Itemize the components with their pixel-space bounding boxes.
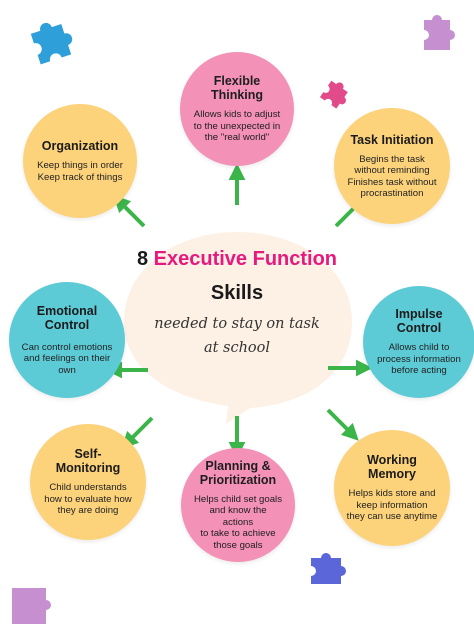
desc-line: Can control emotions [21, 341, 113, 353]
skill-title: Task Initiation [350, 133, 433, 147]
skill-title-line2: Control [396, 321, 442, 336]
center-tagline-line1: needed to stay on task [154, 316, 320, 332]
desc-line: Helps kids store and [348, 488, 436, 500]
desc-line: Helps child set goals [194, 493, 282, 505]
skill-title: Self-Monitoring [56, 447, 121, 475]
skill-title-line1: Emotional [36, 303, 98, 318]
skill-title-line2: Monitoring [55, 461, 121, 476]
desc-line: how to evaluate how [44, 493, 132, 505]
arrow-down-left [121, 416, 154, 449]
desc-line: keep information [356, 499, 428, 511]
skill-title-line1: Task Initiation [350, 132, 434, 147]
desc-line: Child understands [49, 482, 127, 494]
center-subtitle: Skills [210, 282, 264, 304]
center-number: 8 [136, 248, 149, 270]
puzzle-piece-icon [30, 22, 73, 65]
skill-planning-prioritization: Planning &Prioritization Helps child set… [181, 448, 295, 562]
desc-line: the "real world" [204, 132, 270, 144]
skill-title-line2: Control [44, 317, 90, 332]
desc-line: Allows kids to adjust [193, 109, 281, 121]
arrow-up-left [113, 195, 146, 228]
desc-line: before acting [391, 365, 447, 377]
desc-line: they are doing [57, 505, 119, 517]
desc-line: to the unexpected in [193, 120, 281, 132]
desc-line: those goals [213, 539, 263, 551]
desc-line: Begins the task [359, 153, 425, 165]
skill-title-line2: Thinking [210, 88, 264, 103]
skill-title-line2: Prioritization [199, 472, 277, 487]
desc-line: process information [377, 353, 461, 365]
center-title: 8 Executive Function [130, 246, 344, 272]
skill-title-line1: Self- [74, 447, 102, 462]
arrow-down-right [326, 408, 359, 441]
skill-title-line1: Impulse [395, 307, 443, 322]
skill-title-line1: Planning & [205, 458, 271, 473]
puzzle-piece-icon [311, 553, 346, 584]
desc-line: procrastination [360, 188, 424, 199]
center-tagline-line2: at school [203, 340, 271, 356]
desc-line: Finishes task without [347, 176, 437, 188]
puzzle-piece-icon [12, 588, 51, 624]
desc-line: they can use anytime [346, 511, 438, 523]
puzzle-piece-icon [424, 15, 455, 50]
skill-title-line1: Flexible [213, 74, 261, 89]
skill-title: Organization [42, 139, 118, 153]
desc-line: own [58, 364, 76, 376]
skill-title-line2: Memory [368, 467, 416, 482]
desc-line: and know the actions [209, 505, 267, 528]
desc-line: Keep track of things [37, 171, 123, 183]
center-title-highlight: Executive Function [153, 248, 338, 270]
skill-title-line1: Working [367, 453, 417, 468]
skill-title-line1: Organization [41, 139, 119, 153]
desc-line: without reminding [354, 165, 430, 176]
center-title-block: 8 Executive Function Skills needed to st… [130, 246, 344, 360]
desc-line: Keep things in order [37, 160, 123, 171]
puzzle-piece-icon [319, 80, 348, 109]
center-tagline: needed to stay on task at school [130, 312, 344, 360]
skill-title: Planning &Prioritization [200, 459, 276, 487]
desc-line: to take to achieve [200, 528, 276, 540]
desc-line: and feelings on their [23, 353, 111, 365]
desc-line: Allows child to [388, 342, 450, 354]
